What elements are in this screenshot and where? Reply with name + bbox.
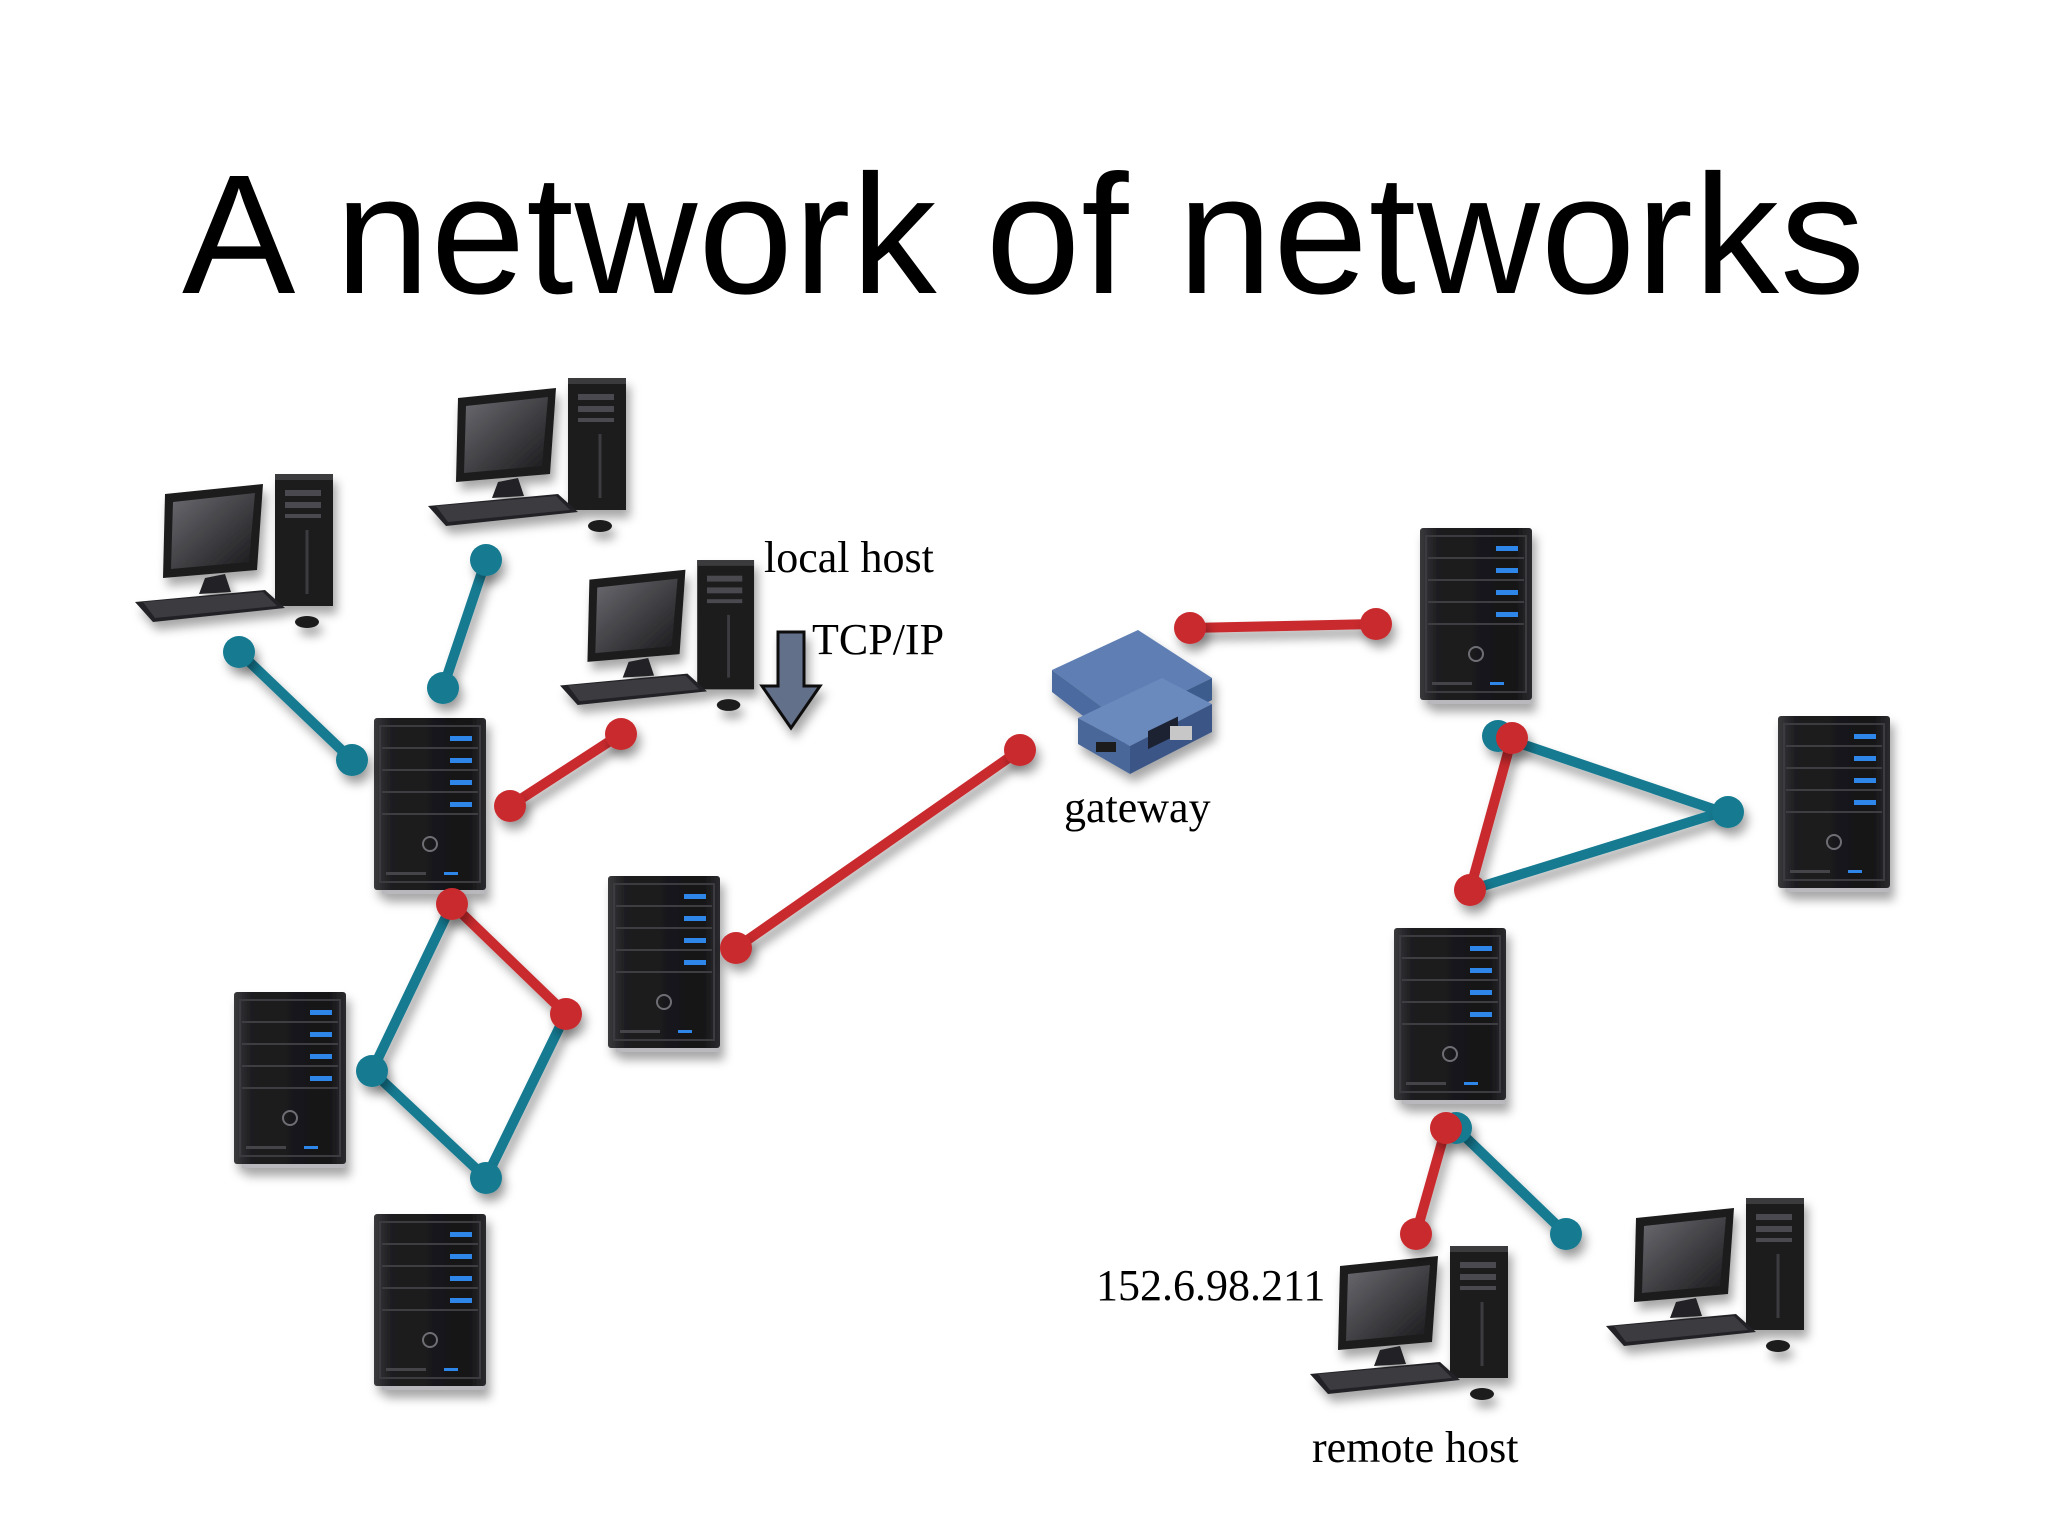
link-endpoint-dot [1430, 1112, 1462, 1144]
link-blue [1451, 1123, 1571, 1239]
link-blue [481, 1009, 571, 1183]
link-endpoint-dot [1360, 608, 1392, 640]
link-endpoint-dot [494, 790, 526, 822]
remote-host-workstation-icon [1308, 1244, 1510, 1402]
server-icon [607, 875, 721, 1053]
link-blue [367, 1066, 491, 1183]
gateway-label: gateway [1064, 783, 1211, 832]
link-endpoint-dot [1550, 1218, 1582, 1250]
link-endpoint-dot [1712, 796, 1744, 828]
server-icon [373, 1213, 487, 1391]
link-blue [367, 899, 457, 1076]
link-endpoint-dot [605, 718, 637, 750]
links [234, 555, 1727, 1239]
link-endpoint-dot [470, 1162, 502, 1194]
link-endpoint-dot [356, 1055, 388, 1087]
link-endpoint-dot [427, 672, 459, 704]
remote-host-label: remote host [1312, 1423, 1519, 1472]
link-red [1411, 1123, 1451, 1239]
devices [133, 376, 1891, 1402]
link-endpoint-dot [470, 544, 502, 576]
server-icon [233, 991, 347, 1169]
workstation-icon [133, 472, 335, 630]
server-icon [1393, 927, 1507, 1105]
remote-address-label: 152.6.98.211 [1096, 1261, 1326, 1310]
link-endpoint-dot [550, 998, 582, 1030]
link-endpoint-dot [1174, 612, 1206, 644]
slide-title: A network of networks [182, 140, 1866, 330]
down-arrow-icon [759, 630, 823, 731]
link-endpoint-dot [436, 888, 468, 920]
link-red [1465, 733, 1517, 895]
local-host-label: local host [764, 533, 934, 582]
link-blue [1493, 731, 1727, 817]
protocol-label: TCP/IP [812, 615, 945, 664]
gateway-icon [1052, 630, 1212, 774]
link-endpoint-dot [336, 744, 368, 776]
link-endpoint-dot [720, 932, 752, 964]
link-endpoint-dot [1454, 874, 1486, 906]
server-icon [1777, 715, 1891, 893]
link-blue [234, 647, 357, 765]
link-blue [438, 555, 491, 693]
server-icon [1419, 527, 1533, 705]
workstation-icon [426, 376, 628, 534]
local-host-workstation-icon [558, 558, 756, 713]
link-endpoint-dot [223, 636, 255, 668]
link-red [1185, 619, 1381, 633]
link-red [731, 745, 1025, 953]
link-red [447, 899, 571, 1019]
link-endpoint-dot [1004, 734, 1036, 766]
link-endpoint-dot [1496, 722, 1528, 754]
link-endpoint-dot [1400, 1218, 1432, 1250]
server-icon [373, 717, 487, 895]
workstation-icon [1604, 1196, 1806, 1354]
link-endpoints [223, 544, 1744, 1250]
link-red [505, 729, 626, 811]
link-blue [1465, 807, 1727, 895]
